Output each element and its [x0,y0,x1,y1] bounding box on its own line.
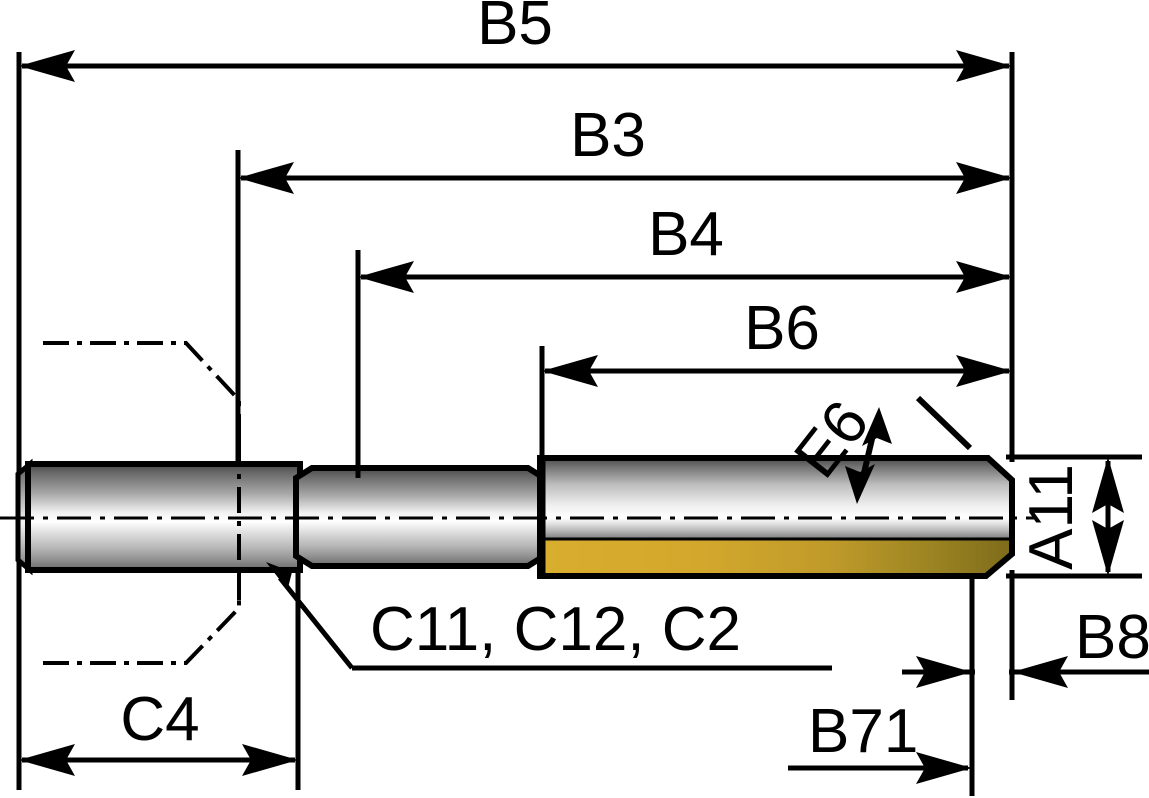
dim-label-b6: B6 [744,294,820,363]
right-barrel-upper [540,458,1012,518]
phantom-line-lower [43,570,241,665]
dimension-a11: A11 [1017,457,1124,576]
arrowhead-b3-left [238,162,294,194]
dim-label-c4: C4 [120,685,199,754]
part-section-right [537,455,1015,579]
arrowhead-b4-right [956,261,1012,293]
dimension-b6: B6 [542,294,1012,387]
part-body [0,455,1036,579]
dim-label-b71: B71 [808,697,918,766]
right-barrel-lower [540,518,1012,540]
dim-label-b3: B3 [570,101,646,170]
right-barrel-outline [537,455,1015,579]
arrowhead-a11-top [1092,457,1124,513]
arrowhead-b8-right [1012,656,1068,688]
dim-label-c-group: C11, C12, C2 [370,595,741,664]
gold-plating-band [540,540,1012,576]
arrowhead-c4-left [19,744,75,776]
dimension-b5: B5 [19,0,1012,82]
extension-lines [16,52,1142,796]
dim-label-b4: B4 [648,200,724,269]
arrowhead-c4-right [242,744,298,776]
arrowhead-b6-left [542,355,598,387]
arrowhead-b5-right [956,50,1012,82]
dimension-c4: C4 [19,685,298,776]
arrowhead-a11-bottom [1092,520,1124,576]
arrowhead-b3-right [956,162,1012,194]
dim-label-b5: B5 [477,0,553,58]
dimension-b3: B3 [238,101,1012,194]
arrowhead-b4-left [358,261,414,293]
dim-label-a11: A11 [1017,464,1086,570]
dimension-b4: B4 [358,200,1012,293]
arrowhead-c-group [266,562,300,606]
e6-leader-bar [915,395,973,451]
dimension-b71: B71 [788,697,972,784]
callout-c-group: C11, C12, C2 [266,562,832,671]
arrowhead-e6-upper [862,407,892,446]
dimension-b8: B8 [902,603,1149,688]
arrowhead-b5-left [19,50,75,82]
arrowhead-b71-right [916,752,972,784]
arrowhead-b8-left [916,656,972,688]
arrowhead-b6-right [956,355,1012,387]
c-group-leader [278,576,354,670]
phantom-line-upper [43,341,241,466]
arrowhead-e6-lower [845,464,875,504]
dim-label-b8: B8 [1075,603,1149,672]
